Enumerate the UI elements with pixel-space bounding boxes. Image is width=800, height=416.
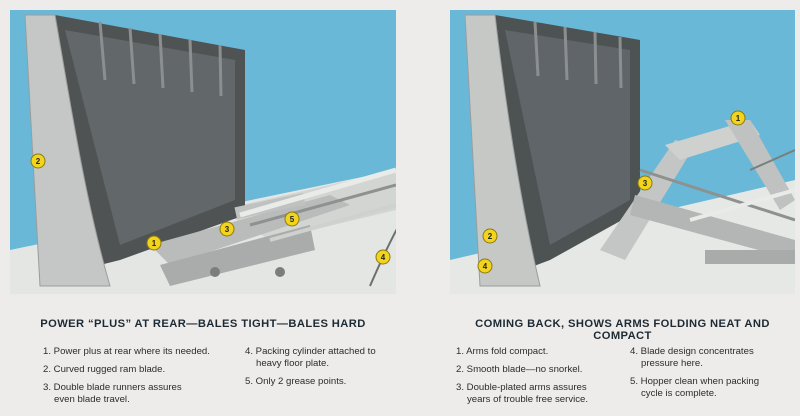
- svg-text:2: 2: [36, 157, 41, 166]
- right-badge-1: 1: [730, 110, 746, 126]
- list-item: 1. Arms fold compact.: [456, 346, 549, 357]
- left-photo: 2 1 3 5 4: [10, 10, 396, 294]
- svg-text:1: 1: [152, 239, 157, 248]
- left-badge-1: 1: [146, 235, 162, 251]
- right-badge-4: 4: [477, 258, 493, 274]
- svg-text:2: 2: [488, 232, 493, 241]
- list-item: 2. Smooth blade—no snorkel.: [456, 364, 583, 375]
- right-feature-list-col1: 1. Arms fold compact. 2. Smooth blade—no…: [456, 346, 631, 412]
- list-item: 2. Curved rugged ram blade.: [43, 364, 166, 375]
- right-panel: 1 3 2 4 COMING BACK, SHOWS ARMS FOLDING …: [450, 0, 795, 416]
- left-badge-5: 5: [284, 211, 300, 227]
- right-baler-illustration: 1 3 2 4: [450, 10, 795, 294]
- svg-text:3: 3: [225, 225, 230, 234]
- left-badge-4: 4: [375, 249, 391, 265]
- left-badge-3: 3: [219, 221, 235, 237]
- left-feature-list-col1: 1. Power plus at rear where its needed. …: [43, 346, 248, 412]
- svg-text:3: 3: [643, 179, 648, 188]
- svg-text:5: 5: [290, 215, 295, 224]
- right-caption: COMING BACK, SHOWS ARMS FOLDING NEAT AND…: [475, 318, 770, 342]
- right-badge-2: 2: [482, 228, 498, 244]
- left-panel: 2 1 3 5 4 POWER “PLUS” AT REAR—BALES TIG…: [10, 0, 396, 416]
- list-item: 5. Only 2 grease points.: [245, 376, 347, 387]
- svg-text:4: 4: [483, 262, 488, 271]
- right-badge-3: 3: [637, 175, 653, 191]
- list-item: 1. Power plus at rear where its needed.: [43, 346, 210, 357]
- left-baler-illustration: 2 1 3 5 4: [10, 10, 396, 294]
- left-badge-2: 2: [30, 153, 46, 169]
- svg-text:1: 1: [736, 114, 741, 123]
- left-caption: POWER “PLUS” AT REAR—BALES TIGHT—BALES H…: [40, 318, 366, 330]
- right-photo: 1 3 2 4: [450, 10, 795, 294]
- svg-text:4: 4: [381, 253, 386, 262]
